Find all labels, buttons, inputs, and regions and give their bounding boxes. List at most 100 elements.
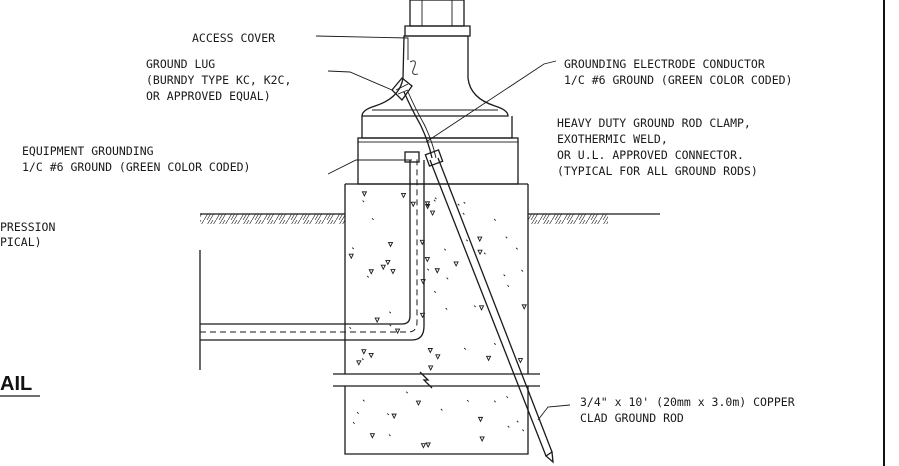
- conduit: [199, 151, 425, 370]
- aggregate-mark: [424, 256, 431, 263]
- aggregate-mark: [368, 352, 374, 359]
- aggregate-mark: [351, 247, 355, 250]
- aggregate-mark: [466, 399, 469, 402]
- pole-cap: [404, 0, 471, 37]
- aggregate-mark: [493, 342, 497, 345]
- aggregate-mark: [400, 192, 407, 199]
- aggregate-mark: [424, 204, 431, 210]
- concrete-foundation: [333, 183, 540, 455]
- clamp-label-line2: EXOTHERMIC WELD,: [557, 132, 668, 146]
- aggregate-mark: [410, 201, 416, 208]
- leader-lines: [315, 35, 571, 421]
- ground-lug-label-line3: OR APPROVED EQUAL): [146, 89, 271, 103]
- aggregate-mark: [380, 264, 387, 271]
- aggregate-mark: [457, 203, 460, 206]
- aggregate-mark: [478, 305, 485, 311]
- aggregate-mark: [369, 433, 376, 439]
- aggregate-mark: [427, 365, 434, 371]
- aggregate-mark: [424, 201, 431, 207]
- aggregate-mark: [462, 212, 465, 215]
- aggregate-mark: [503, 274, 506, 277]
- aggregate-mark: [453, 261, 459, 267]
- aggregate-mark: [433, 290, 437, 294]
- aggregate-mark: [348, 253, 354, 260]
- aggregate-mark: [394, 328, 401, 335]
- grounding-electrode-conductor: [403, 91, 433, 159]
- aggregate-mark: [386, 413, 390, 416]
- aggregate-mark: [477, 416, 484, 423]
- ground-surface: [200, 213, 660, 224]
- ground-rod-label: 3/4" x 10' (20mm x 3.0m) COPPER: [580, 395, 795, 409]
- aggregate-mark: [427, 348, 434, 354]
- aggregate-mark: [443, 248, 447, 251]
- aggregate-mark: [505, 236, 508, 239]
- ground-lug-icon: [391, 77, 413, 102]
- aggregate-mark: [387, 242, 394, 248]
- aggregate-mark: [368, 269, 374, 275]
- ground-lug-label-line2: (BURNDY TYPE KC, K2C,: [146, 73, 291, 87]
- aggregate-mark: [483, 252, 486, 255]
- aggregate-mark: [479, 436, 485, 442]
- aggregate-mark: [389, 311, 392, 314]
- aggregate-mark: [522, 429, 525, 432]
- aggregate-mark: [434, 268, 440, 274]
- aggregate-mark: [446, 277, 449, 280]
- aggregate-mark: [349, 326, 352, 329]
- aggregate-mark: [366, 275, 370, 278]
- aggregate-mark: [391, 413, 397, 420]
- aggregate-mark: [493, 400, 496, 403]
- aggregate-mark: [473, 305, 477, 308]
- ground-lug-label: GROUND LUG: [146, 57, 215, 71]
- aggregate-mark: [352, 421, 355, 425]
- pole-base-body: [361, 35, 509, 117]
- aggregate-mark: [361, 349, 367, 355]
- aggregate-mark: [420, 443, 427, 449]
- aggregate-mark: [356, 411, 359, 414]
- aggregate-mark: [385, 259, 391, 266]
- aggregate-mark: [521, 304, 527, 310]
- aggregate-mark: [429, 210, 436, 217]
- partial-label-line2: PICAL): [0, 235, 42, 249]
- aggregate-mark: [388, 434, 391, 437]
- aggregate-mark: [362, 399, 365, 402]
- aggregate-mark: [361, 358, 364, 361]
- aggregate-mark: [425, 442, 431, 448]
- aggregate-mark: [427, 268, 430, 271]
- aggregate-mark: [371, 217, 374, 221]
- aggregate-mark: [477, 236, 483, 243]
- aggregate-mark: [356, 360, 362, 366]
- aggregate-mark: [405, 391, 409, 394]
- aggregate-mark: [507, 425, 510, 428]
- aggregate-mark: [389, 324, 392, 327]
- aggregate-mark: [419, 239, 426, 246]
- gec-label-line2: 1/C #6 GROUND (GREEN COLOR CODED): [564, 73, 792, 87]
- aggregate-mark: [463, 201, 466, 204]
- aggregate-mark: [433, 199, 436, 202]
- aggregate-mark: [361, 191, 368, 197]
- aggregate-mark: [517, 358, 524, 364]
- detail-title: AIL: [0, 373, 32, 395]
- egc-label-line2: 1/C #6 GROUND (GREEN COLOR CODED): [22, 160, 250, 174]
- aggregate-mark: [362, 200, 365, 203]
- aggregate-mark: [515, 247, 518, 250]
- aggregate-mark: [485, 355, 492, 362]
- aggregate-mark: [440, 408, 443, 411]
- aggregate-mark: [434, 197, 437, 200]
- aggregate-mark: [445, 307, 448, 310]
- aggregate-mark: [390, 269, 396, 275]
- ground-rod-label-line2: CLAD GROUND ROD: [580, 411, 684, 425]
- gec-label: GROUNDING ELECTRODE CONDUCTOR: [564, 57, 765, 71]
- partial-label: PRESSION: [0, 220, 55, 234]
- access-cover-label: ACCESS COVER: [192, 31, 275, 45]
- ground-rod: [424, 149, 554, 464]
- aggregate-mark: [435, 354, 441, 360]
- aggregate-mark: [516, 420, 519, 423]
- aggregate-mark: [465, 239, 469, 242]
- clamp-label: HEAVY DUTY GROUND ROD CLAMP,: [557, 116, 751, 130]
- aggregate-mark: [507, 284, 510, 287]
- egc-label: EQUIPMENT GROUNDING: [22, 144, 154, 158]
- aggregate-mark: [374, 317, 380, 324]
- aggregate-mark: [477, 249, 483, 256]
- clamp-label-line4: (TYPICAL FOR ALL GROUND RODS): [557, 164, 758, 178]
